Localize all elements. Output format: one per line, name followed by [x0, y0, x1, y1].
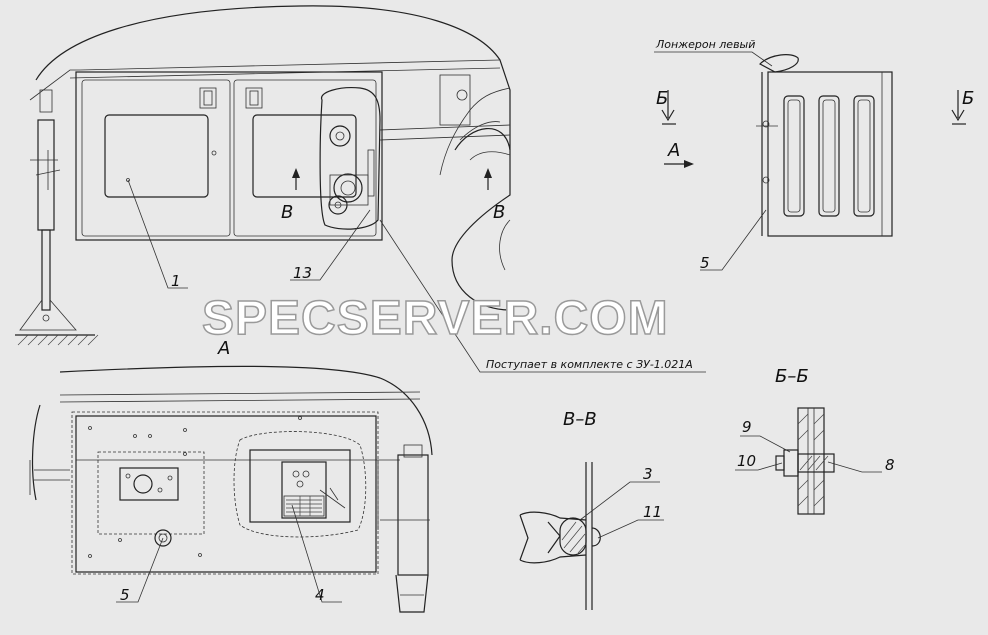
main-view: 1 13 В В Поступает в комплекте с ЗУ-1.02… [15, 5, 706, 373]
callout-5-top: 5 [700, 254, 710, 272]
callout-1: 1 [171, 272, 181, 290]
view-a: А [29, 338, 433, 613]
callout-11: 11 [643, 503, 662, 521]
callout-5-view-a: 5 [120, 586, 130, 604]
section-arrow-label-2: В [493, 202, 505, 223]
callout-9: 9 [742, 418, 752, 436]
section-mark-left: Б [656, 88, 668, 109]
section-bb-title: Б–Б [775, 366, 809, 387]
supply-note: Поступает в комплекте с ЗУ-1.021А [486, 358, 693, 371]
section-vv-title: В–В [563, 409, 597, 430]
view-a-title: А [217, 338, 230, 359]
callout-13: 13 [293, 264, 312, 282]
section-bb: Б–Б 9 10 8 [735, 366, 895, 515]
section-mark-right: Б [962, 88, 974, 109]
section-vv: В–В 3 11 [519, 409, 664, 610]
longeron-label: Лонжерон левый [655, 38, 755, 51]
longeron-view: Лонжерон левый Б Б А 5 [654, 38, 974, 272]
view-letter: А [667, 140, 680, 161]
callout-10: 10 [737, 452, 756, 470]
callout-4: 4 [315, 586, 325, 604]
watermark: SPECSERVER.COM [202, 292, 669, 345]
callout-8: 8 [885, 456, 895, 474]
callout-3: 3 [643, 465, 653, 483]
section-arrow-label: В [281, 202, 293, 223]
